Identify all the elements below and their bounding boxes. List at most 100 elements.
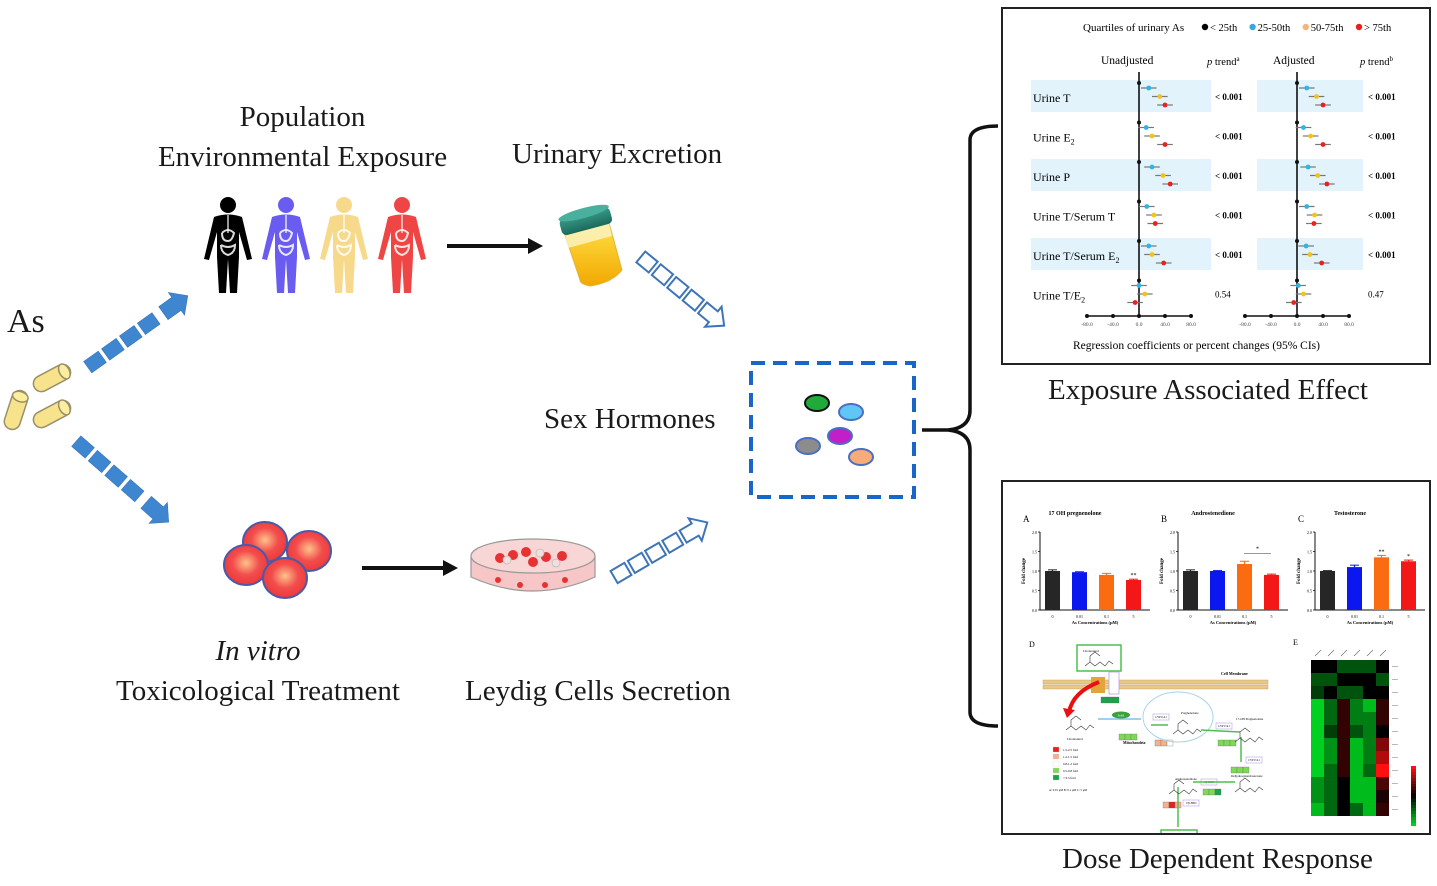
heatmap-cell [1376, 673, 1389, 686]
estimate-point [1291, 300, 1297, 305]
x-tick-label: -80.0 [1239, 322, 1251, 328]
petri-dish-icon [470, 538, 596, 592]
hormone-molecule [848, 448, 874, 466]
estimate-point [1311, 221, 1317, 226]
expression-cell [1112, 696, 1120, 704]
colorscale-segment [1411, 781, 1416, 784]
x-tick [1111, 314, 1115, 318]
x-tick-label: 40.0 [1318, 322, 1328, 328]
y-tick-label: 0.5 [1170, 589, 1175, 594]
heatmap-cell [1337, 803, 1350, 816]
y-tick-label: 1.5 [1170, 550, 1175, 555]
y-tick-label: 1.0 [1307, 569, 1312, 574]
y-tick-label: 2.0 [1170, 530, 1175, 535]
heatmap-cell [1376, 803, 1389, 816]
heatmap-cell [1324, 725, 1337, 738]
heatmap-cell [1324, 686, 1337, 699]
heatmap-cell [1337, 790, 1350, 803]
p-trend-value: < 0.001 [1368, 92, 1396, 102]
legend-swatch [1052, 760, 1060, 767]
row-tick [1295, 160, 1299, 164]
forest-x-label: Regression coefficients or percent chang… [1073, 340, 1320, 352]
legend-label: 50-75th [1311, 23, 1344, 34]
y-tick-label: 0.0 [1032, 608, 1037, 613]
cyp11a1-label: CYP11A1 [1155, 716, 1167, 719]
legend-label: 0.8-1.2 fold [1063, 762, 1078, 766]
cyp17a1-label: CYP17A1 [1218, 725, 1230, 728]
heatmap-cell [1376, 725, 1389, 738]
expression-cell [1166, 739, 1174, 747]
bar-chart-title: Testosterone [1334, 511, 1366, 517]
x-tick-label: 5 [1271, 614, 1273, 619]
hormone-molecule [804, 394, 830, 412]
estimate-point [1304, 204, 1310, 209]
colorscale-segment [1411, 778, 1416, 781]
mitochondria-label: Mitochondria [1123, 741, 1145, 745]
sex-hormones-label: Sex Hormones [544, 403, 716, 435]
dose-response-caption: Dose Dependent Response [1062, 843, 1373, 875]
heatmap-cell [1311, 686, 1324, 699]
significance-label: ** [1379, 549, 1385, 555]
x-tick-label: 40.0 [1160, 322, 1170, 328]
row-label: Urine T/E2 [1033, 289, 1085, 305]
heatmap-cell [1363, 803, 1376, 816]
expression-cell [1230, 766, 1238, 774]
heatmap-cell [1311, 725, 1324, 738]
expression-cell [1236, 766, 1244, 774]
column-label [1314, 649, 1322, 657]
x-tick-label: -40.0 [1107, 322, 1119, 328]
legend-label: 0.5-0.8 fold [1063, 769, 1078, 773]
urinary-excretion-label: Urinary Excretion [512, 138, 723, 170]
heatmap-cell [1350, 725, 1363, 738]
heatmap-cell [1337, 699, 1350, 712]
legend-label: 1.5-2.5 fold [1063, 748, 1078, 752]
heatmap-cell [1337, 738, 1350, 751]
heatmap-cell [1311, 777, 1324, 790]
colorscale-segment [1411, 766, 1416, 769]
x-tick-label: 0.1 [1242, 614, 1247, 619]
colorscale-segment [1411, 790, 1416, 793]
estimate-point [1303, 243, 1309, 249]
legend-label: < 0.5 fold [1063, 776, 1076, 780]
heatmap-cell [1363, 738, 1376, 751]
heatmap-cell [1363, 777, 1376, 790]
x-tick [1137, 314, 1141, 318]
colorscale-segment [1411, 823, 1416, 826]
heatmap-cell [1311, 699, 1324, 712]
estimate-point [1143, 125, 1149, 130]
legend-note: A: 0.01 μM B: 0.1 μM C: 5 μM [1049, 788, 1087, 792]
cyp17a1-box [1215, 722, 1233, 730]
x-tick [1269, 314, 1273, 318]
x-tick-label: 5 [1408, 614, 1410, 619]
arrow-up-dash [119, 325, 143, 348]
pregnenolone-label: Pregnenolone [1181, 711, 1199, 715]
transport-arrow [1067, 680, 1100, 713]
bar-chart-title: 17 OH pregnenolone [1049, 511, 1102, 517]
y-tick-label: 2.0 [1307, 530, 1312, 535]
heatmap-cell [1350, 751, 1363, 764]
row-tick [1295, 239, 1299, 243]
colorscale-segment [1411, 784, 1416, 787]
steroid-structure [1084, 651, 1114, 667]
legend-dot [1355, 23, 1363, 31]
arrow-up-head [158, 292, 189, 321]
estimate-point [1161, 260, 1167, 266]
row-shade [1031, 238, 1211, 270]
x-tick-label: 0.0 [1294, 322, 1301, 328]
star-box [1108, 671, 1120, 695]
estimate-point [1136, 283, 1142, 288]
y-axis-label: Fold change [1160, 557, 1165, 584]
heatmap-cell [1376, 790, 1389, 803]
heatmap-cell [1363, 751, 1376, 764]
x-tick-label: -80.0 [1081, 322, 1093, 328]
panel-letter: D [1029, 640, 1035, 649]
expression-cell [1242, 766, 1250, 774]
estimate-point [1160, 173, 1166, 178]
estimate-point [1304, 85, 1310, 91]
